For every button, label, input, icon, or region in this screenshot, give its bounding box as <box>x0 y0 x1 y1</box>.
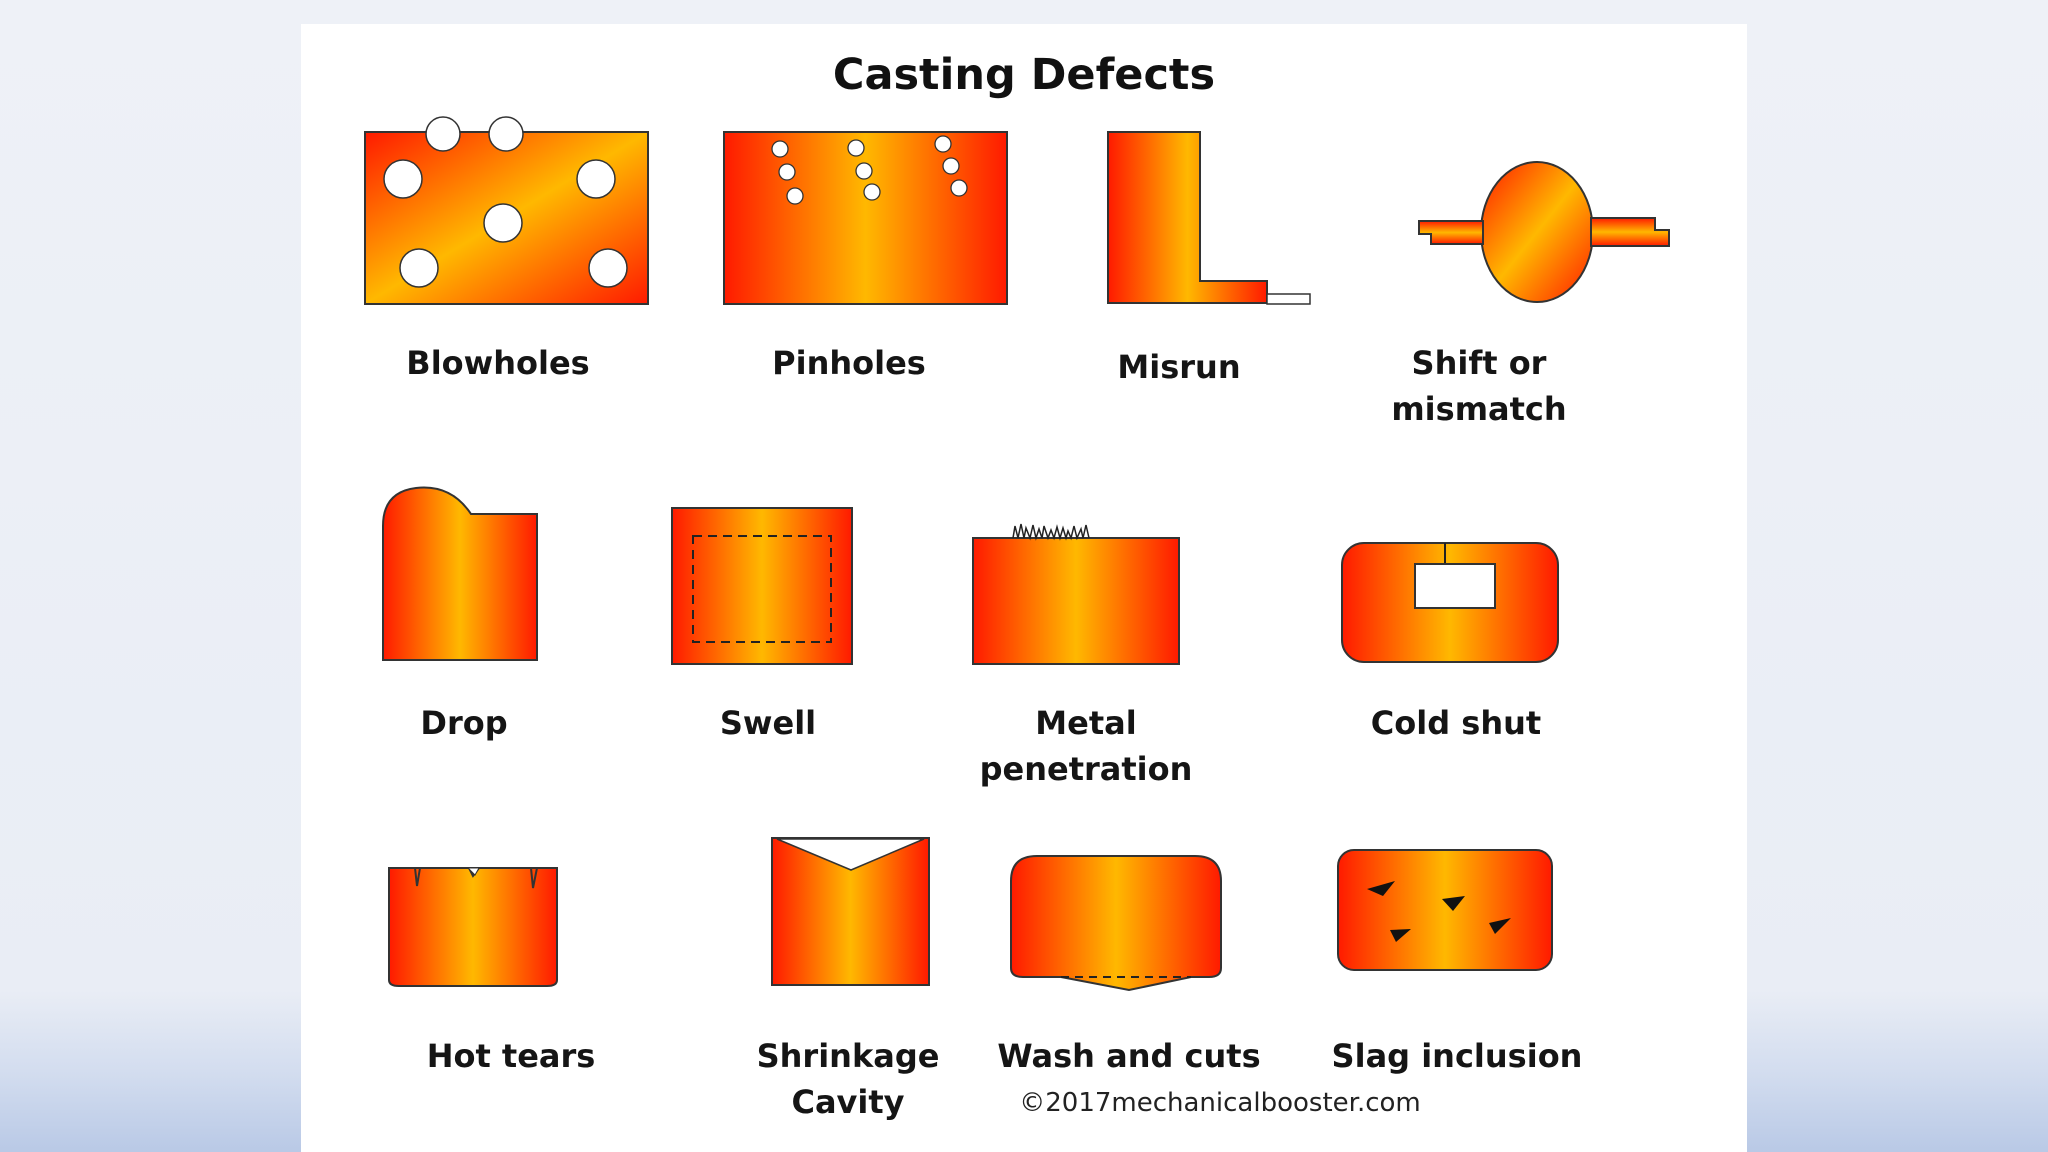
cold-shut-figure <box>1341 542 1559 663</box>
label-misrun: Misrun <box>1117 348 1241 386</box>
pinholes-figure <box>723 131 1008 305</box>
label-cold-shut: Cold shut <box>1370 704 1542 742</box>
defects-diagram <box>364 116 1670 992</box>
wash-and-cuts-figure <box>1010 855 1222 992</box>
label-shift-mismatch: Shift or mismatch <box>1391 344 1567 428</box>
slide: Casting Defects <box>301 24 1747 1152</box>
label-pinholes: Pinholes <box>772 344 926 382</box>
label-blowholes: Blowholes <box>406 344 590 382</box>
label-hot-tears: Hot tears <box>426 1037 596 1075</box>
drop-figure <box>382 486 538 661</box>
swell-figure <box>671 507 853 665</box>
shift-mismatch-figure <box>1418 161 1670 303</box>
label-swell: Swell <box>719 704 817 742</box>
metal-penetration-figure <box>972 523 1180 665</box>
blowholes-figure <box>364 116 649 305</box>
label-drop: Drop <box>420 704 508 742</box>
slag-inclusion-figure <box>1337 849 1553 971</box>
label-shrinkage-cavity: Shrinkage Cavity <box>756 1037 940 1121</box>
misrun-figure <box>1107 131 1311 305</box>
shrinkage-cavity-figure <box>771 837 930 986</box>
label-metal-penetration: Metal penetration <box>979 704 1193 788</box>
label-wash-and-cuts: Wash and cuts <box>997 1037 1261 1075</box>
copyright-text: ©2017mechanicalbooster.com <box>1019 1088 1421 1118</box>
label-slag-inclusion: Slag inclusion <box>1331 1037 1583 1075</box>
page-title: Casting Defects <box>832 50 1216 100</box>
hot-tears-figure <box>388 867 559 987</box>
